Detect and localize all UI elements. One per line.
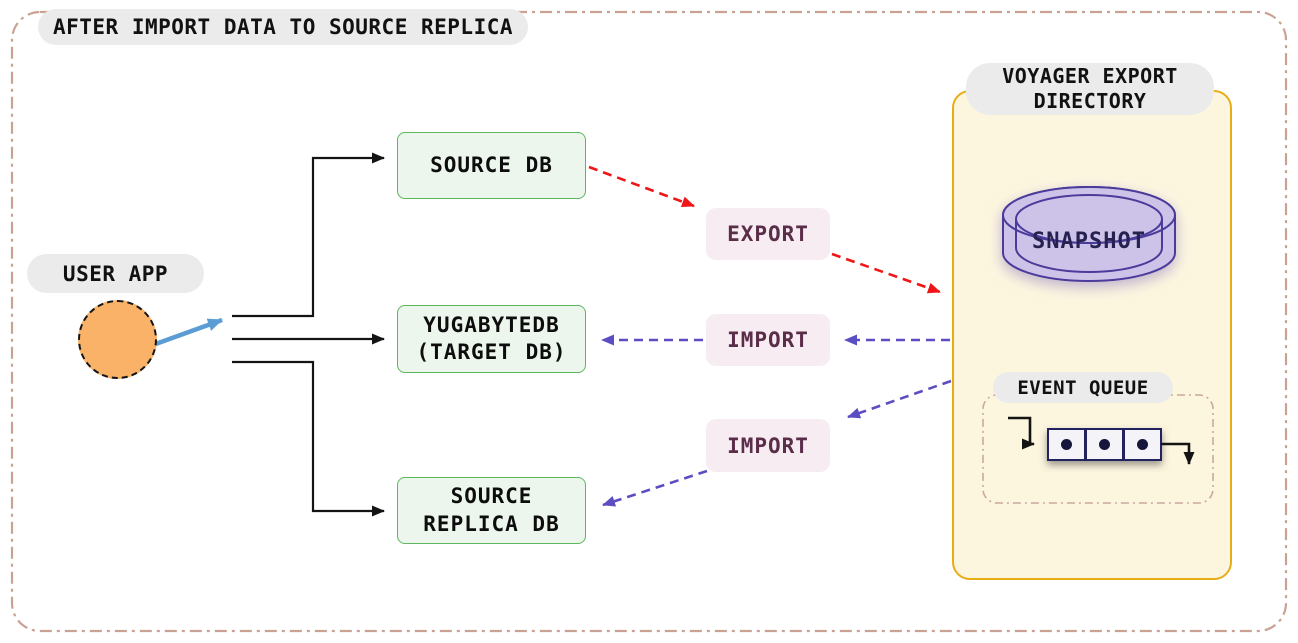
export-arrow-export-to-directory <box>831 252 941 294</box>
event-queue-label-text: EVENT QUEUE <box>1017 376 1149 399</box>
target-db-box: YUGABYTEDB (TARGET DB) <box>397 305 586 373</box>
source-db-label: SOURCE DB <box>430 152 553 177</box>
source-db-box: SOURCE DB <box>397 132 586 199</box>
source-replica-db-label-line1: SOURCE <box>450 484 533 509</box>
source-replica-db-box: SOURCE REPLICA DB <box>397 477 586 544</box>
source-replica-db-label-line2: REPLICA DB <box>423 511 560 536</box>
diagram-title: AFTER IMPORT DATA TO SOURCE REPLICA <box>38 9 528 45</box>
connector-to-source-replica-db <box>232 360 385 517</box>
export-arrow-sourcedb-to-export <box>588 165 695 208</box>
diagram-title-text: AFTER IMPORT DATA TO SOURCE REPLICA <box>52 15 513 39</box>
user-app-label: USER APP <box>27 254 204 293</box>
voyager-panel-title: VOYAGER EXPORT DIRECTORY <box>966 63 1214 115</box>
voyager-export-directory-panel <box>952 90 1232 580</box>
import-arrow-directory-to-import-replica <box>847 379 952 419</box>
target-db-label-line2: (TARGET DB) <box>416 340 567 364</box>
connector-to-source-db <box>232 152 385 318</box>
voyager-panel-title-line2: DIRECTORY <box>1033 89 1147 113</box>
import-arrow-import-to-replica-db <box>602 469 708 507</box>
user-app-circle <box>78 300 157 379</box>
import-to-replica-label: IMPORT <box>727 433 809 458</box>
event-queue-label: EVENT QUEUE <box>993 372 1173 403</box>
user-app-label-text: USER APP <box>62 261 169 286</box>
export-operation-label: EXPORT <box>727 222 809 246</box>
import-to-target-box: IMPORT <box>706 314 830 366</box>
snapshot-label: SNAPSHOT <box>1003 229 1175 254</box>
import-to-target-label: IMPORT <box>727 328 809 352</box>
target-db-label-line1: YUGABYTEDB <box>423 312 560 337</box>
snapshot-label-text: SNAPSHOT <box>1032 229 1146 254</box>
voyager-panel-title-line1: VOYAGER EXPORT <box>1002 64 1178 88</box>
import-to-replica-box: IMPORT <box>706 419 830 472</box>
user-app-arrow <box>149 317 223 349</box>
export-operation-box: EXPORT <box>706 208 830 260</box>
